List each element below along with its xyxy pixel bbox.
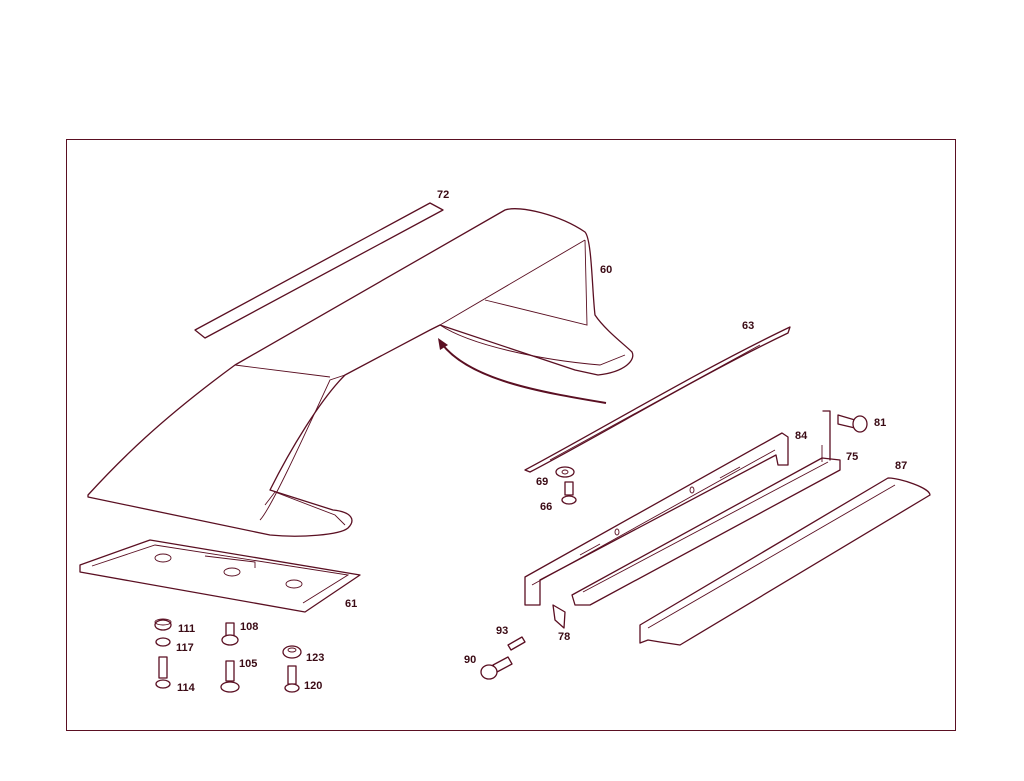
part-117-washer [155, 637, 171, 647]
arrow-head-icon [438, 338, 448, 350]
part-66-bolt [561, 481, 577, 505]
part-84-rail [524, 432, 789, 606]
label-90: 90 [464, 654, 476, 666]
label-61: 61 [345, 598, 357, 610]
part-114-screw [155, 656, 171, 689]
part-60-spoiler [87, 208, 634, 537]
part-72-trim-strip [194, 202, 444, 339]
label-78: 78 [558, 631, 570, 643]
part-123-nut [282, 645, 302, 659]
label-120: 120 [304, 680, 322, 692]
label-84: 84 [795, 430, 808, 442]
label-72: 72 [437, 189, 449, 201]
part-90-bolt [480, 656, 513, 680]
label-93: 93 [496, 625, 508, 637]
label-105: 105 [239, 658, 257, 670]
label-75: 75 [846, 451, 858, 463]
label-81: 81 [874, 417, 886, 429]
part-87-cover [639, 477, 931, 646]
arrow-icon [441, 343, 607, 404]
label-69: 69 [536, 476, 548, 488]
part-69-washer [555, 466, 575, 478]
part-105-bolt [220, 660, 240, 693]
part-81-bolt [822, 410, 868, 461]
part-75-channel [571, 445, 841, 606]
part-108-stud [221, 622, 239, 646]
label-117: 117 [176, 642, 194, 654]
label-66: 66 [540, 501, 552, 513]
label-123: 123 [306, 652, 324, 664]
label-108: 108 [240, 621, 258, 633]
part-93-pin [507, 636, 526, 651]
label-114: 114 [177, 682, 196, 694]
part-63-strip [524, 326, 791, 473]
label-111: 111 [178, 623, 195, 635]
label-87: 87 [895, 460, 907, 472]
part-61-base-plate [79, 539, 361, 613]
diagram-frame [66, 139, 956, 731]
label-60: 60 [600, 264, 612, 276]
part-111-nut [154, 618, 172, 631]
part-120-bolt [284, 665, 300, 693]
part-78-clip [552, 604, 566, 629]
label-63: 63 [742, 320, 754, 332]
